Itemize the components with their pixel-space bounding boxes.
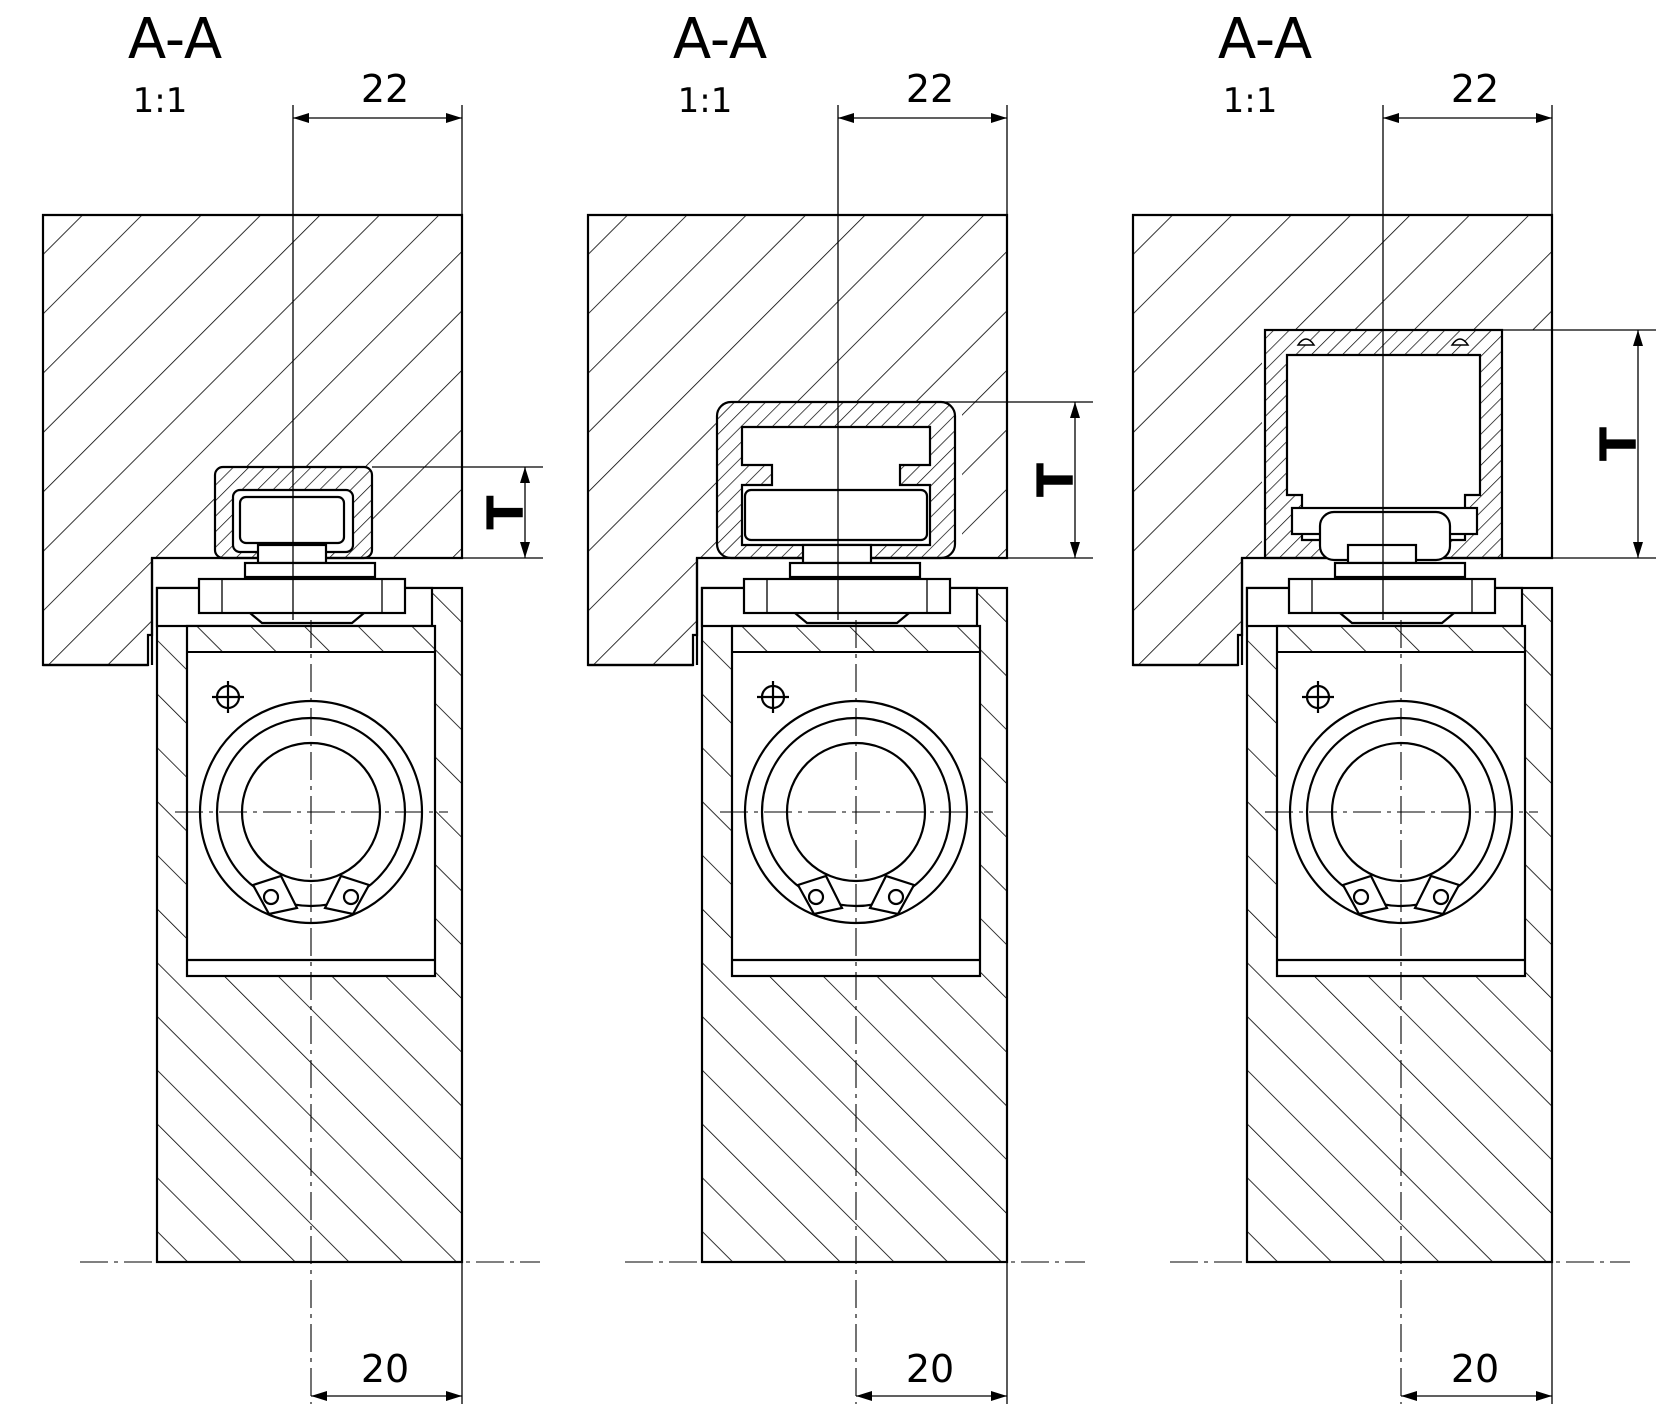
dimension-arrow bbox=[1536, 113, 1552, 123]
cam-notch-left bbox=[1341, 874, 1389, 916]
fitting-neck bbox=[249, 612, 365, 625]
section-view-1: A-A 1:1 22 20 T bbox=[41, 7, 543, 1404]
dim-top-value: 22 bbox=[361, 67, 409, 111]
adjuster-plate bbox=[197, 577, 407, 615]
cam-hole-left bbox=[262, 888, 280, 906]
scale-label: 1:1 bbox=[1223, 81, 1278, 121]
section-title: A-A bbox=[673, 7, 767, 72]
cam-notch-right bbox=[868, 874, 916, 916]
cam-hole-left bbox=[807, 888, 825, 906]
dimension-arrow bbox=[520, 467, 530, 483]
cam-hole-right bbox=[887, 888, 905, 906]
cam-notch-right bbox=[1413, 874, 1461, 916]
scale-label: 1:1 bbox=[133, 81, 188, 121]
dimension-arrow bbox=[991, 113, 1007, 123]
cam-notch-left bbox=[796, 874, 844, 916]
profile-lips bbox=[1296, 338, 1470, 346]
adjuster-plate bbox=[742, 577, 952, 615]
cam-hole-right bbox=[342, 888, 360, 906]
dim-bottom-value: 20 bbox=[906, 1347, 954, 1391]
cam-notch-right bbox=[323, 874, 371, 916]
track-profile bbox=[715, 400, 957, 579]
dim-depth-value: T bbox=[1590, 427, 1648, 461]
section-view-2: A-A 1:1 22 20 T bbox=[586, 7, 1093, 1404]
dimension-arrow bbox=[1401, 1391, 1417, 1401]
adjuster-plate-inner bbox=[221, 578, 383, 614]
dim-top-value: 22 bbox=[1451, 67, 1499, 111]
scale-label: 1:1 bbox=[678, 81, 733, 121]
dimension-arrow bbox=[1633, 542, 1643, 558]
dimension-arrow bbox=[991, 1391, 1007, 1401]
carriage-head bbox=[743, 488, 929, 542]
dimension-arrow bbox=[1383, 113, 1399, 123]
dim-depth-value: T bbox=[1027, 463, 1085, 497]
dimension-arrow bbox=[446, 1391, 462, 1401]
dimension-arrow bbox=[1070, 402, 1080, 418]
carriage-stem bbox=[256, 543, 328, 565]
carriage-head bbox=[238, 495, 346, 545]
dim-top-value: 22 bbox=[906, 67, 954, 111]
track-profile bbox=[213, 465, 377, 579]
carriage-stem bbox=[801, 543, 873, 565]
fitting-neck bbox=[794, 612, 910, 625]
dimension-arrow bbox=[293, 113, 309, 123]
dim-depth-value: T bbox=[477, 495, 535, 529]
dim-bottom-value: 20 bbox=[1451, 1347, 1499, 1391]
carriage-base bbox=[1333, 561, 1467, 579]
adjuster-plate-inner bbox=[1311, 578, 1473, 614]
cam-hole-left bbox=[1352, 888, 1370, 906]
dimension-arrow bbox=[1536, 1391, 1552, 1401]
dimension-arrow bbox=[1070, 542, 1080, 558]
frame-rebate bbox=[1133, 558, 1244, 667]
frame-rebate bbox=[588, 558, 699, 667]
cam-notch-left bbox=[251, 874, 299, 916]
section-view-3: A-A 1:1 22 20 T bbox=[1131, 7, 1656, 1404]
carriage-base bbox=[788, 561, 922, 579]
section-title: A-A bbox=[128, 7, 222, 72]
dimension-arrow bbox=[520, 542, 530, 558]
dimension-arrow bbox=[1633, 330, 1643, 346]
adjuster-plate bbox=[1287, 577, 1497, 615]
dimension-arrow bbox=[838, 113, 854, 123]
dimension-arrow bbox=[311, 1391, 327, 1401]
cam-hole-right bbox=[1432, 888, 1450, 906]
dimension-arrow bbox=[856, 1391, 872, 1401]
frame-rebate bbox=[43, 558, 154, 667]
section-title: A-A bbox=[1218, 7, 1312, 72]
carriage-base bbox=[243, 561, 377, 579]
dimension-arrow bbox=[446, 113, 462, 123]
adjuster-plate-inner bbox=[766, 578, 928, 614]
carriage-stem bbox=[1346, 543, 1418, 565]
fitting-neck bbox=[1339, 612, 1455, 625]
dim-bottom-value: 20 bbox=[361, 1347, 409, 1391]
